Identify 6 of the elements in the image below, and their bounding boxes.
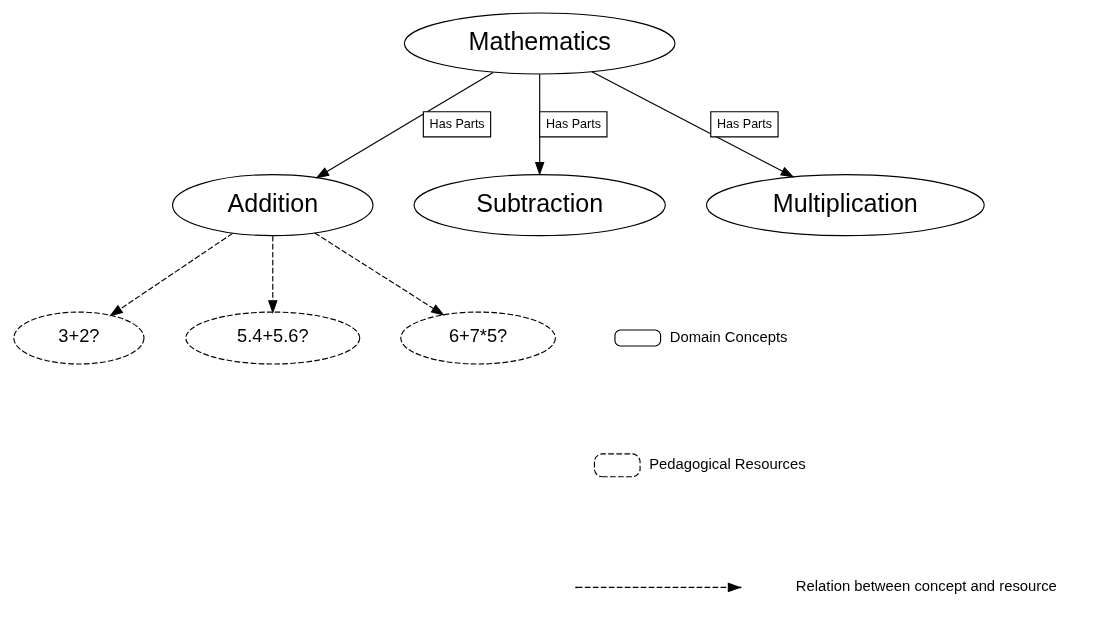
legend-label: Pedagogical Resources <box>648 456 806 473</box>
edge-label: Has Parts <box>545 116 601 131</box>
edge-label: Has Parts <box>716 116 772 131</box>
edge-label: Has Parts <box>429 116 485 131</box>
legend-label: Domain Concepts <box>669 328 787 345</box>
legend-label: Relation between concept and resource <box>795 578 1057 595</box>
